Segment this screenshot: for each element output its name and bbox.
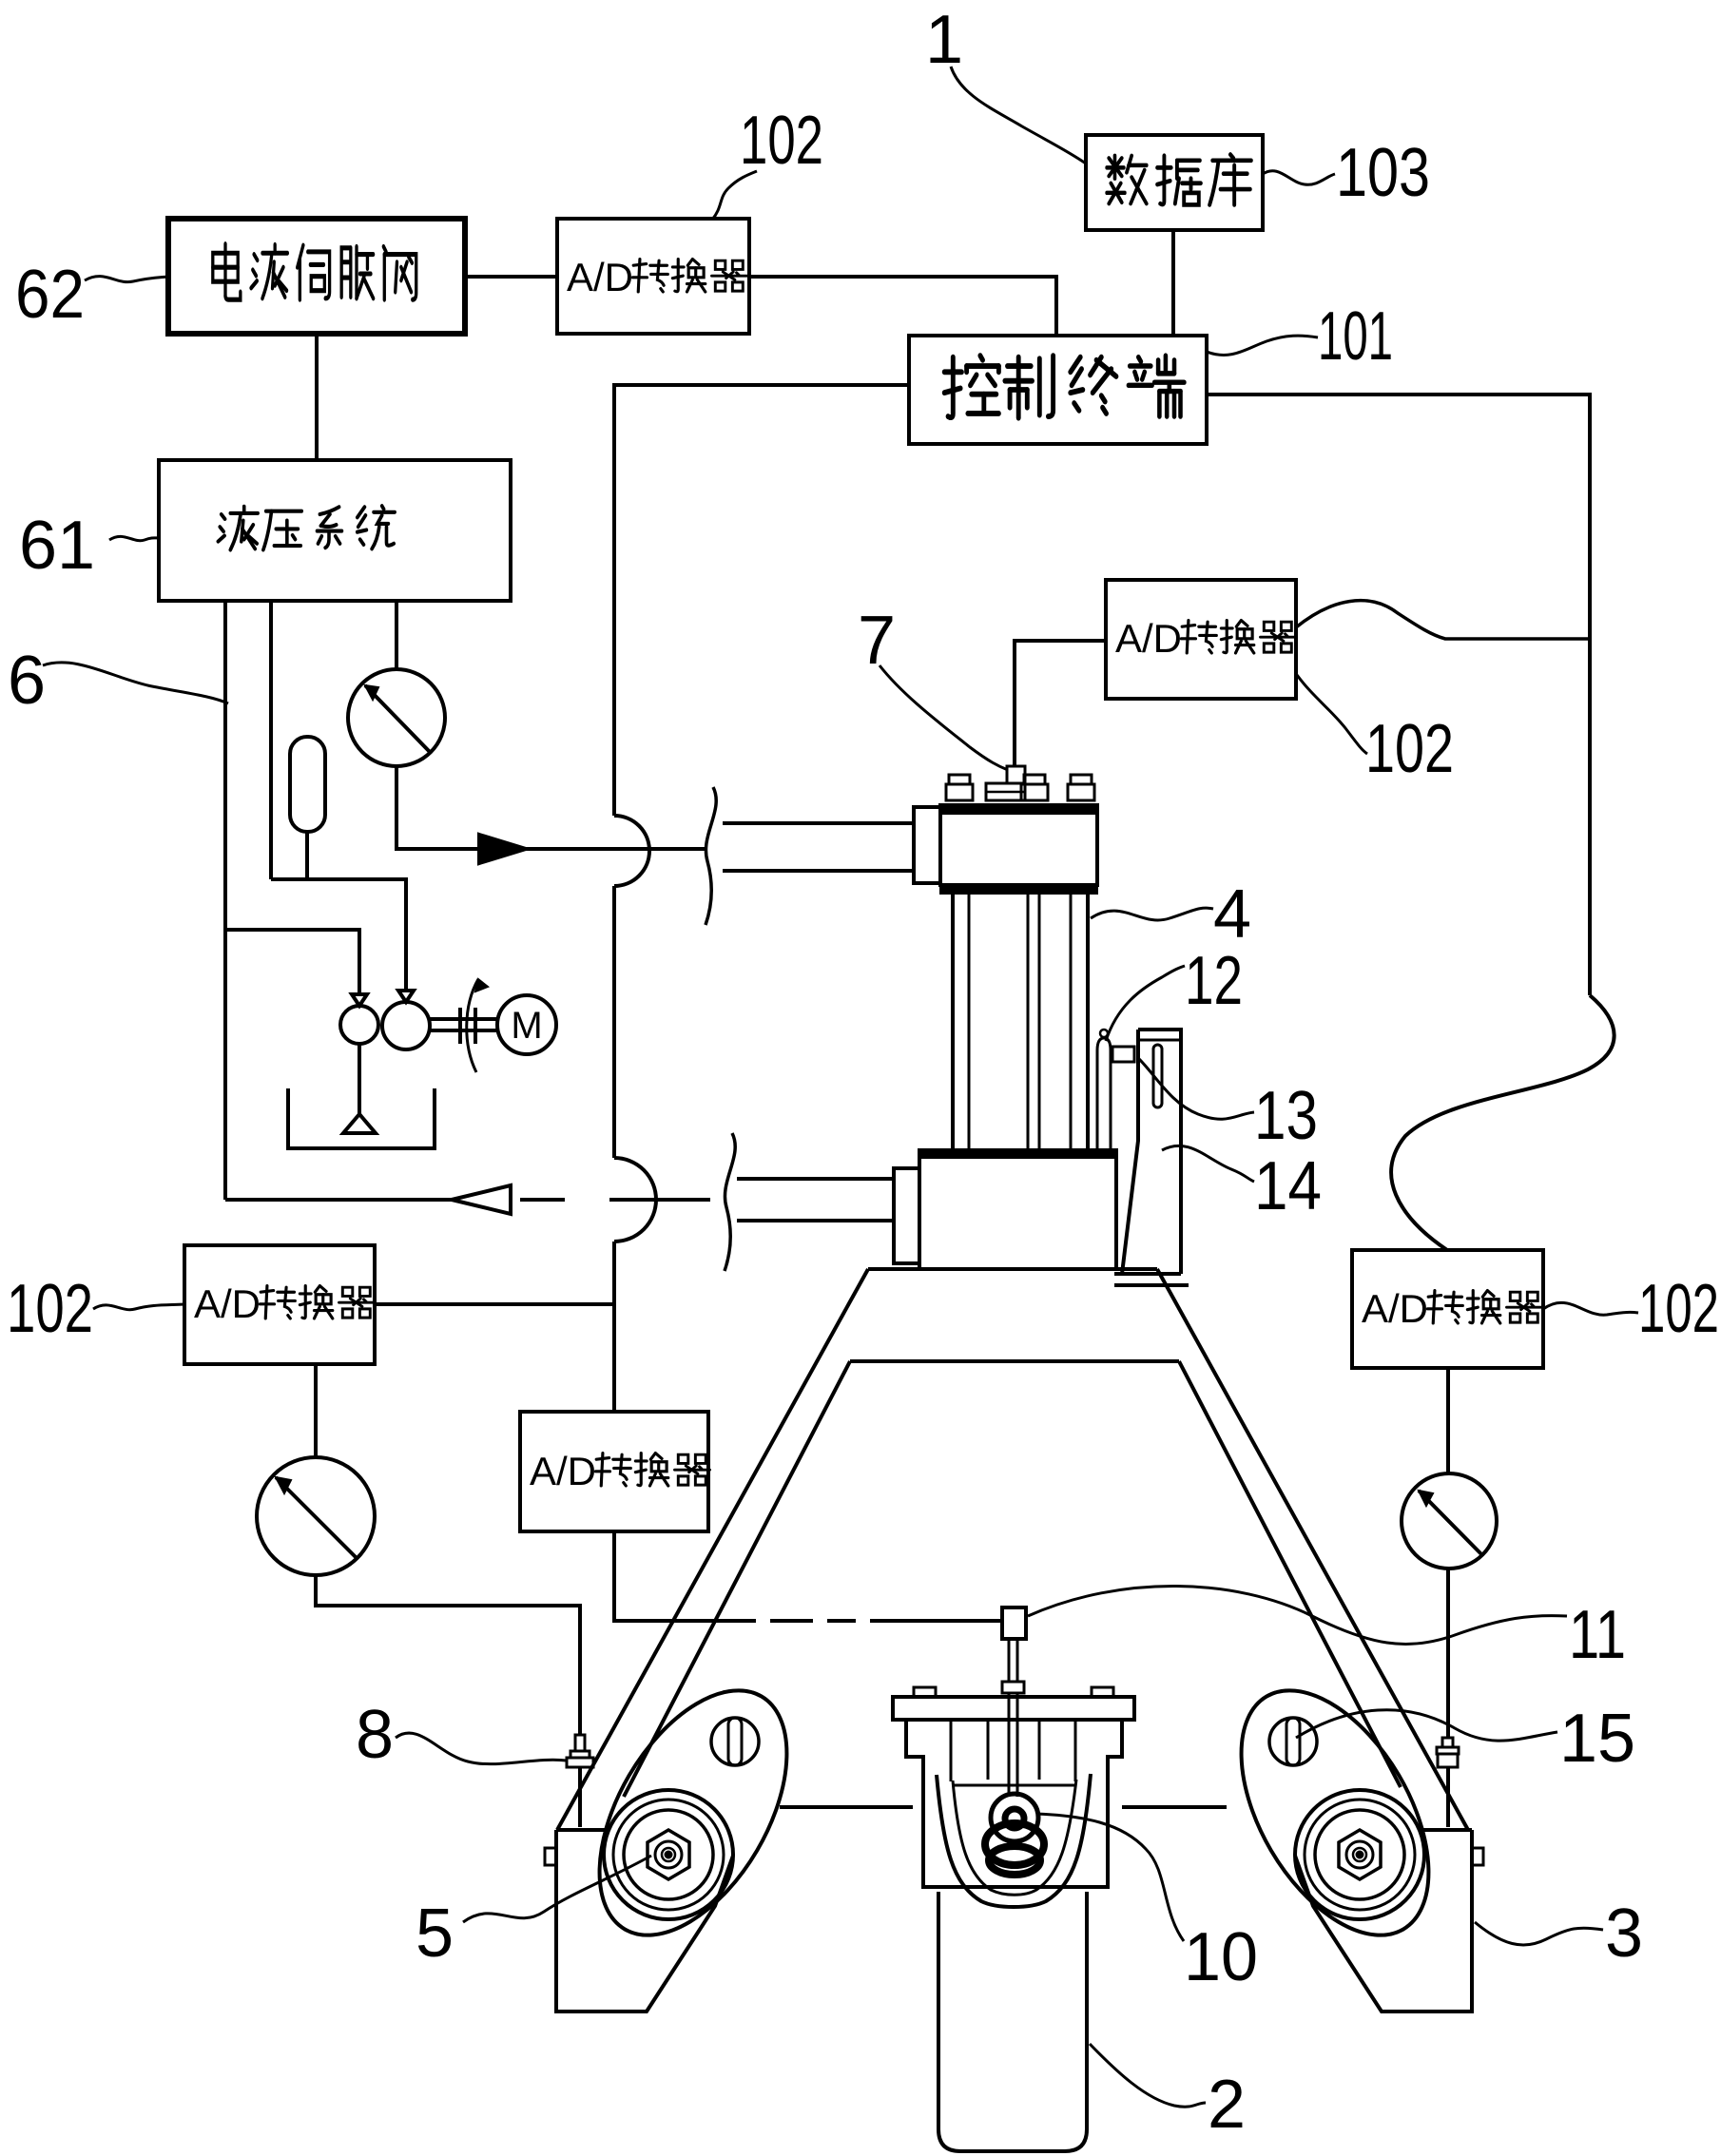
svg-text:A/D: A/D [567, 255, 633, 299]
svg-text:62: 62 [15, 257, 85, 333]
svg-text:2: 2 [1208, 2067, 1246, 2143]
svg-text:13: 13 [1254, 1078, 1318, 1154]
svg-text:5: 5 [416, 1896, 454, 1972]
svg-text:A/D: A/D [1362, 1286, 1428, 1331]
svg-text:102: 102 [1365, 711, 1454, 787]
svg-text:101: 101 [1318, 298, 1393, 375]
svg-text:A/D: A/D [194, 1281, 261, 1326]
svg-text:1: 1 [925, 2, 963, 78]
svg-text:M: M [511, 1005, 542, 1047]
svg-text:7: 7 [858, 603, 896, 679]
svg-text:4: 4 [1213, 876, 1251, 953]
svg-text:A/D: A/D [1115, 616, 1182, 661]
svg-text:10: 10 [1184, 1919, 1258, 1995]
svg-text:15: 15 [1559, 1701, 1635, 1777]
svg-text:103: 103 [1336, 135, 1430, 211]
svg-text:6: 6 [8, 643, 46, 719]
svg-text:102: 102 [1638, 1271, 1719, 1347]
svg-text:8: 8 [356, 1697, 394, 1773]
svg-text:A/D: A/D [530, 1449, 596, 1493]
svg-text:14: 14 [1254, 1148, 1322, 1224]
svg-text:102: 102 [7, 1271, 93, 1347]
svg-text:11: 11 [1569, 1597, 1626, 1673]
svg-text:12: 12 [1185, 943, 1243, 1019]
svg-text:3: 3 [1605, 1896, 1643, 1972]
svg-text:102: 102 [740, 103, 823, 179]
svg-text:61: 61 [19, 508, 95, 584]
